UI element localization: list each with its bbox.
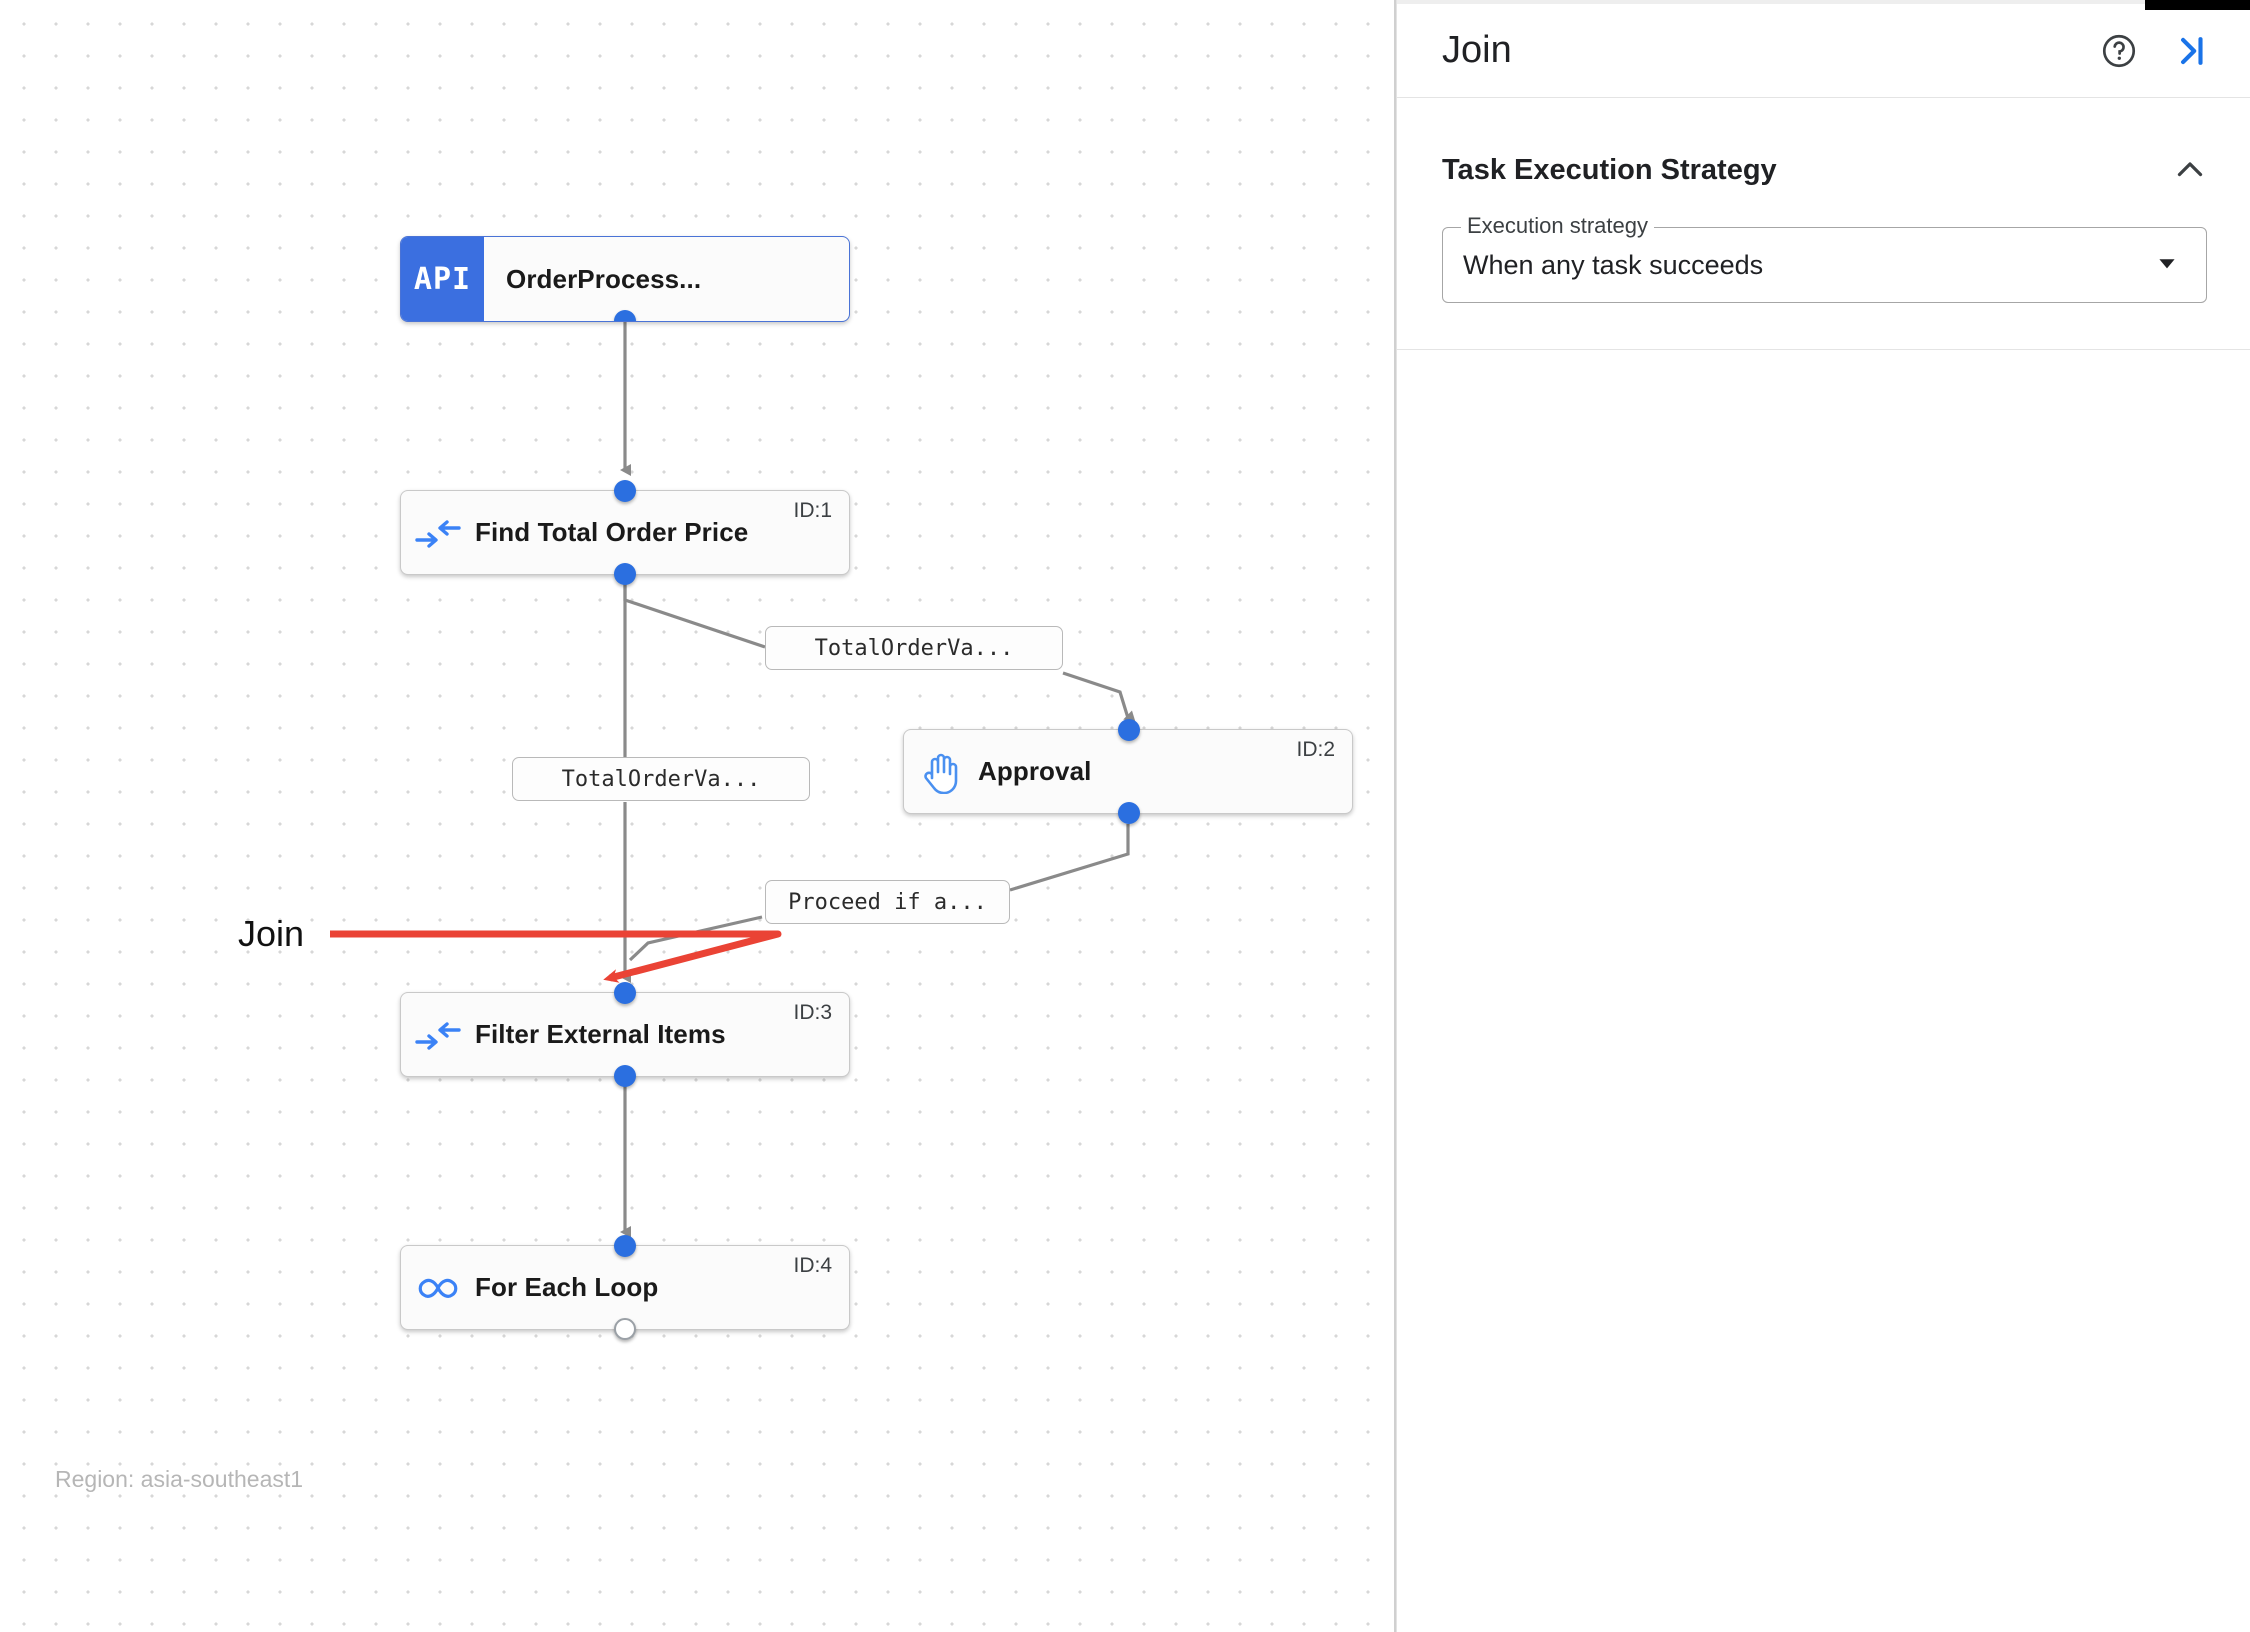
node-find-total-order-price[interactable]: Find Total Order Price ID:1 [400, 480, 850, 585]
node-title: OrderProcess... [506, 263, 702, 294]
edge-label-total-order-value-a[interactable]: TotalOrderVa... [765, 626, 1063, 670]
region-label: Region: asia-southeast1 [55, 1466, 304, 1492]
edge-label-proceed-if-approved[interactable]: Proceed if a... [765, 880, 1010, 924]
chevron-up-icon[interactable] [2172, 152, 2208, 188]
panel-top-line [1397, 0, 2250, 4]
merge-arrows-icon [401, 516, 475, 550]
task-execution-strategy-section-body: Execution strategy When any task succeed… [1397, 205, 2250, 350]
workflow-canvas[interactable]: Join API OrderProcess... Find Total Orde… [0, 0, 1396, 1632]
merge-arrows-icon [401, 1018, 475, 1052]
execution-strategy-value: When any task succeeds [1463, 249, 1764, 280]
node-input-port[interactable] [614, 982, 636, 1004]
panel-title: Join [1442, 29, 1512, 71]
node-order-process[interactable]: API OrderProcess... [400, 236, 850, 322]
node-output-port[interactable] [614, 1065, 636, 1087]
node-title: Approval [978, 756, 1092, 786]
node-loop-output-port[interactable] [614, 1318, 636, 1340]
node-title: For Each Loop [475, 1272, 659, 1302]
node-id-label: ID:3 [793, 1001, 832, 1024]
panel-header: Join [1397, 4, 2250, 98]
node-input-port[interactable] [614, 480, 636, 502]
execution-strategy-select[interactable]: Execution strategy When any task succeed… [1442, 213, 2207, 303]
node-output-port[interactable] [614, 563, 636, 585]
api-badge-icon: API [401, 237, 484, 321]
node-approval[interactable]: Approval ID:2 [903, 719, 1353, 824]
node-output-port[interactable] [614, 310, 636, 321]
annotation-arrow [330, 930, 782, 983]
node-title: Filter External Items [475, 1019, 726, 1049]
execution-strategy-legend: Execution strategy [1461, 213, 1654, 239]
dropdown-arrow-icon[interactable] [2154, 250, 2180, 281]
collapse-panel-icon[interactable] [2172, 32, 2210, 70]
node-input-port[interactable] [614, 1235, 636, 1257]
node-id-label: ID:4 [793, 1254, 832, 1277]
task-execution-strategy-section-header[interactable]: Task Execution Strategy [1397, 125, 2250, 215]
node-id-label: ID:2 [1296, 738, 1335, 761]
node-title: Find Total Order Price [475, 517, 749, 547]
node-for-each-loop[interactable]: For Each Loop ID:4 [400, 1235, 850, 1340]
infinity-loop-icon [401, 1274, 475, 1302]
node-id-label: ID:1 [793, 499, 832, 522]
properties-panel: Join Task Execution Strategy [1396, 0, 2250, 1632]
screen-edge-artifact [2145, 0, 2250, 10]
help-circle-icon[interactable] [2100, 32, 2138, 70]
raised-hand-icon [904, 750, 978, 794]
section-title: Task Execution Strategy [1442, 153, 1777, 186]
edge-label-total-order-value-b[interactable]: TotalOrderVa... [512, 757, 810, 801]
canvas-panel-divider [1394, 0, 1396, 1632]
node-input-port[interactable] [1118, 719, 1140, 741]
annotation-label: Join [238, 913, 305, 954]
node-filter-external-items[interactable]: Filter External Items ID:3 [400, 982, 850, 1087]
node-output-port[interactable] [1118, 802, 1140, 824]
